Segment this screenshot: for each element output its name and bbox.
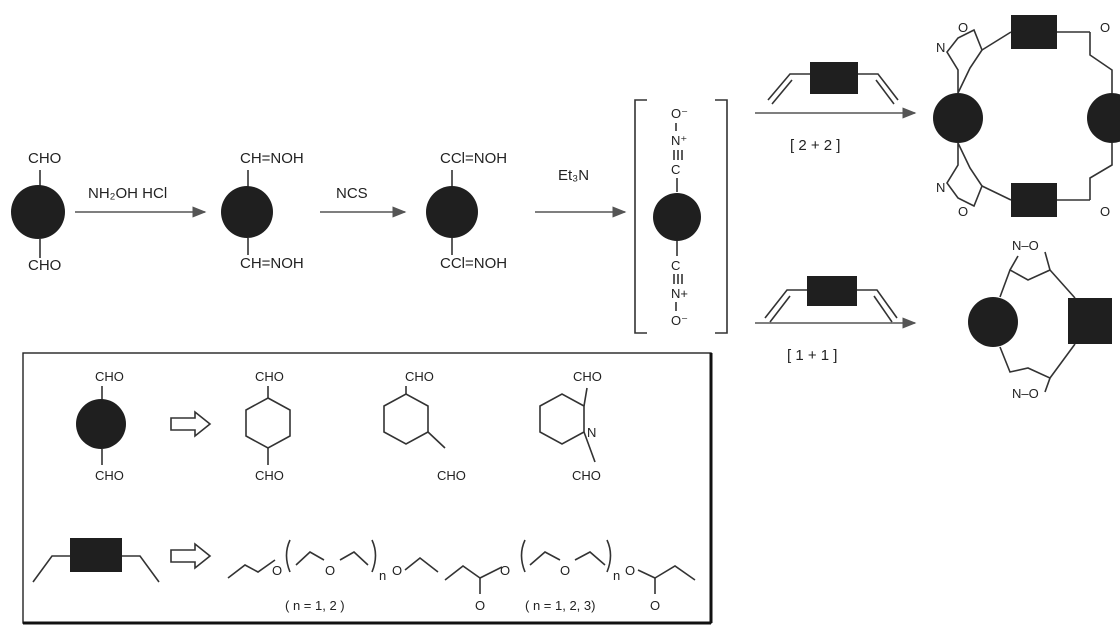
divinyl-ether-structure: O O n O ( n = 1, 2 ): [227, 539, 439, 613]
o-atom: O: [958, 20, 968, 35]
macrocycle-monomer-product: N–O N–O: [968, 238, 1112, 401]
legend-linker: [32, 538, 160, 583]
dialdehyde-compound: CHO CHO: [11, 150, 65, 274]
svg-text:O: O: [560, 563, 570, 578]
svg-text:CHO: CHO: [572, 468, 601, 483]
open-arrow-icon: [170, 542, 212, 570]
dark-core-sphere: [653, 193, 701, 241]
step1-arrow: NH₂OH HCl: [75, 185, 207, 218]
legend-cho-top: CHO: [95, 369, 124, 384]
n-atom: N: [936, 40, 945, 55]
svg-text:CHO: CHO: [437, 468, 466, 483]
pyridine-n-atom: N: [587, 425, 596, 440]
dark-linker-block: [807, 276, 857, 306]
dioxime-compound: CH=NOH CH=NOH: [221, 150, 304, 272]
dark-core-sphere: [76, 399, 126, 449]
n-plus-bottom: N+: [671, 286, 688, 301]
step2-arrow: NCS: [320, 185, 407, 218]
step2-reagent-label: NCS: [336, 185, 368, 202]
n-o-top: N–O: [1012, 238, 1039, 253]
dark-core-sphere-right: [1087, 93, 1120, 143]
cho-top-label: CHO: [28, 150, 61, 167]
monomer-label: [ 1 + 1 ]: [787, 347, 837, 364]
cho-bottom-label: CHO: [28, 257, 61, 274]
nitrile-oxide-intermediate: O⁻ N⁺ C C N+ O⁻: [634, 99, 728, 334]
dark-linker-block: [1068, 298, 1112, 344]
o-minus-top: O⁻: [671, 106, 688, 121]
o-atom: O: [958, 204, 968, 219]
svg-text:CHO: CHO: [405, 369, 434, 384]
legend-box: CHO CHO CHO CHO CHO CHO CHO N: [22, 352, 713, 625]
diacrylate-structure: O O O n O O ( n = 1, 2, 3): [444, 539, 696, 613]
step3-arrow: Et₃N: [535, 167, 627, 218]
right-bracket: [715, 99, 728, 334]
n-atom: N: [936, 180, 945, 195]
c-top: C: [671, 162, 680, 177]
pyridine-dicarboxaldehyde: CHO N CHO: [539, 369, 602, 483]
svg-text:n: n: [379, 568, 386, 583]
o-atom: O: [1100, 204, 1110, 219]
dark-linker-block: [810, 62, 858, 94]
dark-core-sphere: [11, 185, 65, 239]
dark-core-sphere-left: [933, 93, 983, 143]
dimer-branch: [ 2 + 2 ]: [755, 62, 917, 154]
oxime-bottom-label: CH=NOH: [240, 255, 304, 272]
chloro-oxime-top-label: CCl=NOH: [440, 150, 507, 167]
svg-text:n: n: [613, 568, 620, 583]
oxime-top-label: CH=NOH: [240, 150, 304, 167]
diene-linker: [764, 276, 898, 323]
dark-core-sphere: [221, 186, 273, 238]
chloro-oxime-bottom-label: CCl=NOH: [440, 255, 507, 272]
dark-linker-block-top: [1011, 15, 1057, 49]
o-atom: O: [1100, 20, 1110, 35]
c-bottom: C: [671, 258, 680, 273]
svg-text:O: O: [500, 563, 510, 578]
chloro-oxime-compound: CCl=NOH CCl=NOH: [426, 150, 507, 272]
legend-cho-bottom: CHO: [95, 468, 124, 483]
step3-reagent-label: Et₃N: [558, 167, 589, 184]
svg-text:CHO: CHO: [573, 369, 602, 384]
isophthalaldehyde: CHO CHO: [383, 369, 466, 483]
terephthalaldehyde: CHO CHO: [245, 369, 291, 483]
legend-frame: [22, 352, 712, 624]
step1-reagent-label: NH₂OH HCl: [88, 185, 167, 202]
n-plus-top: N⁺: [671, 133, 687, 148]
ether-n-condition: ( n = 1, 2 ): [285, 598, 345, 613]
svg-text:O: O: [475, 598, 485, 613]
dark-core-sphere: [426, 186, 478, 238]
monomer-branch: [ 1 + 1 ]: [755, 276, 917, 364]
svg-text:O: O: [625, 563, 635, 578]
svg-text:CHO: CHO: [255, 369, 284, 384]
dark-core-sphere: [968, 297, 1018, 347]
svg-text:O: O: [650, 598, 660, 613]
svg-text:O: O: [272, 563, 282, 578]
o-minus-bottom: O⁻: [671, 313, 688, 328]
n-o-bottom: N–O: [1012, 386, 1039, 401]
open-arrow-icon: [170, 410, 212, 438]
diene-linker: [767, 62, 899, 105]
dark-linker-block-bottom: [1011, 183, 1057, 217]
dark-linker-block: [70, 538, 122, 572]
ester-n-condition: ( n = 1, 2, 3): [525, 598, 595, 613]
macrocycle-dimer-product: O N O N O O: [933, 15, 1120, 219]
svg-text:O: O: [325, 563, 335, 578]
svg-text:CHO: CHO: [255, 468, 284, 483]
left-bracket: [634, 99, 647, 334]
dimer-label: [ 2 + 2 ]: [790, 137, 840, 154]
svg-text:O: O: [392, 563, 402, 578]
